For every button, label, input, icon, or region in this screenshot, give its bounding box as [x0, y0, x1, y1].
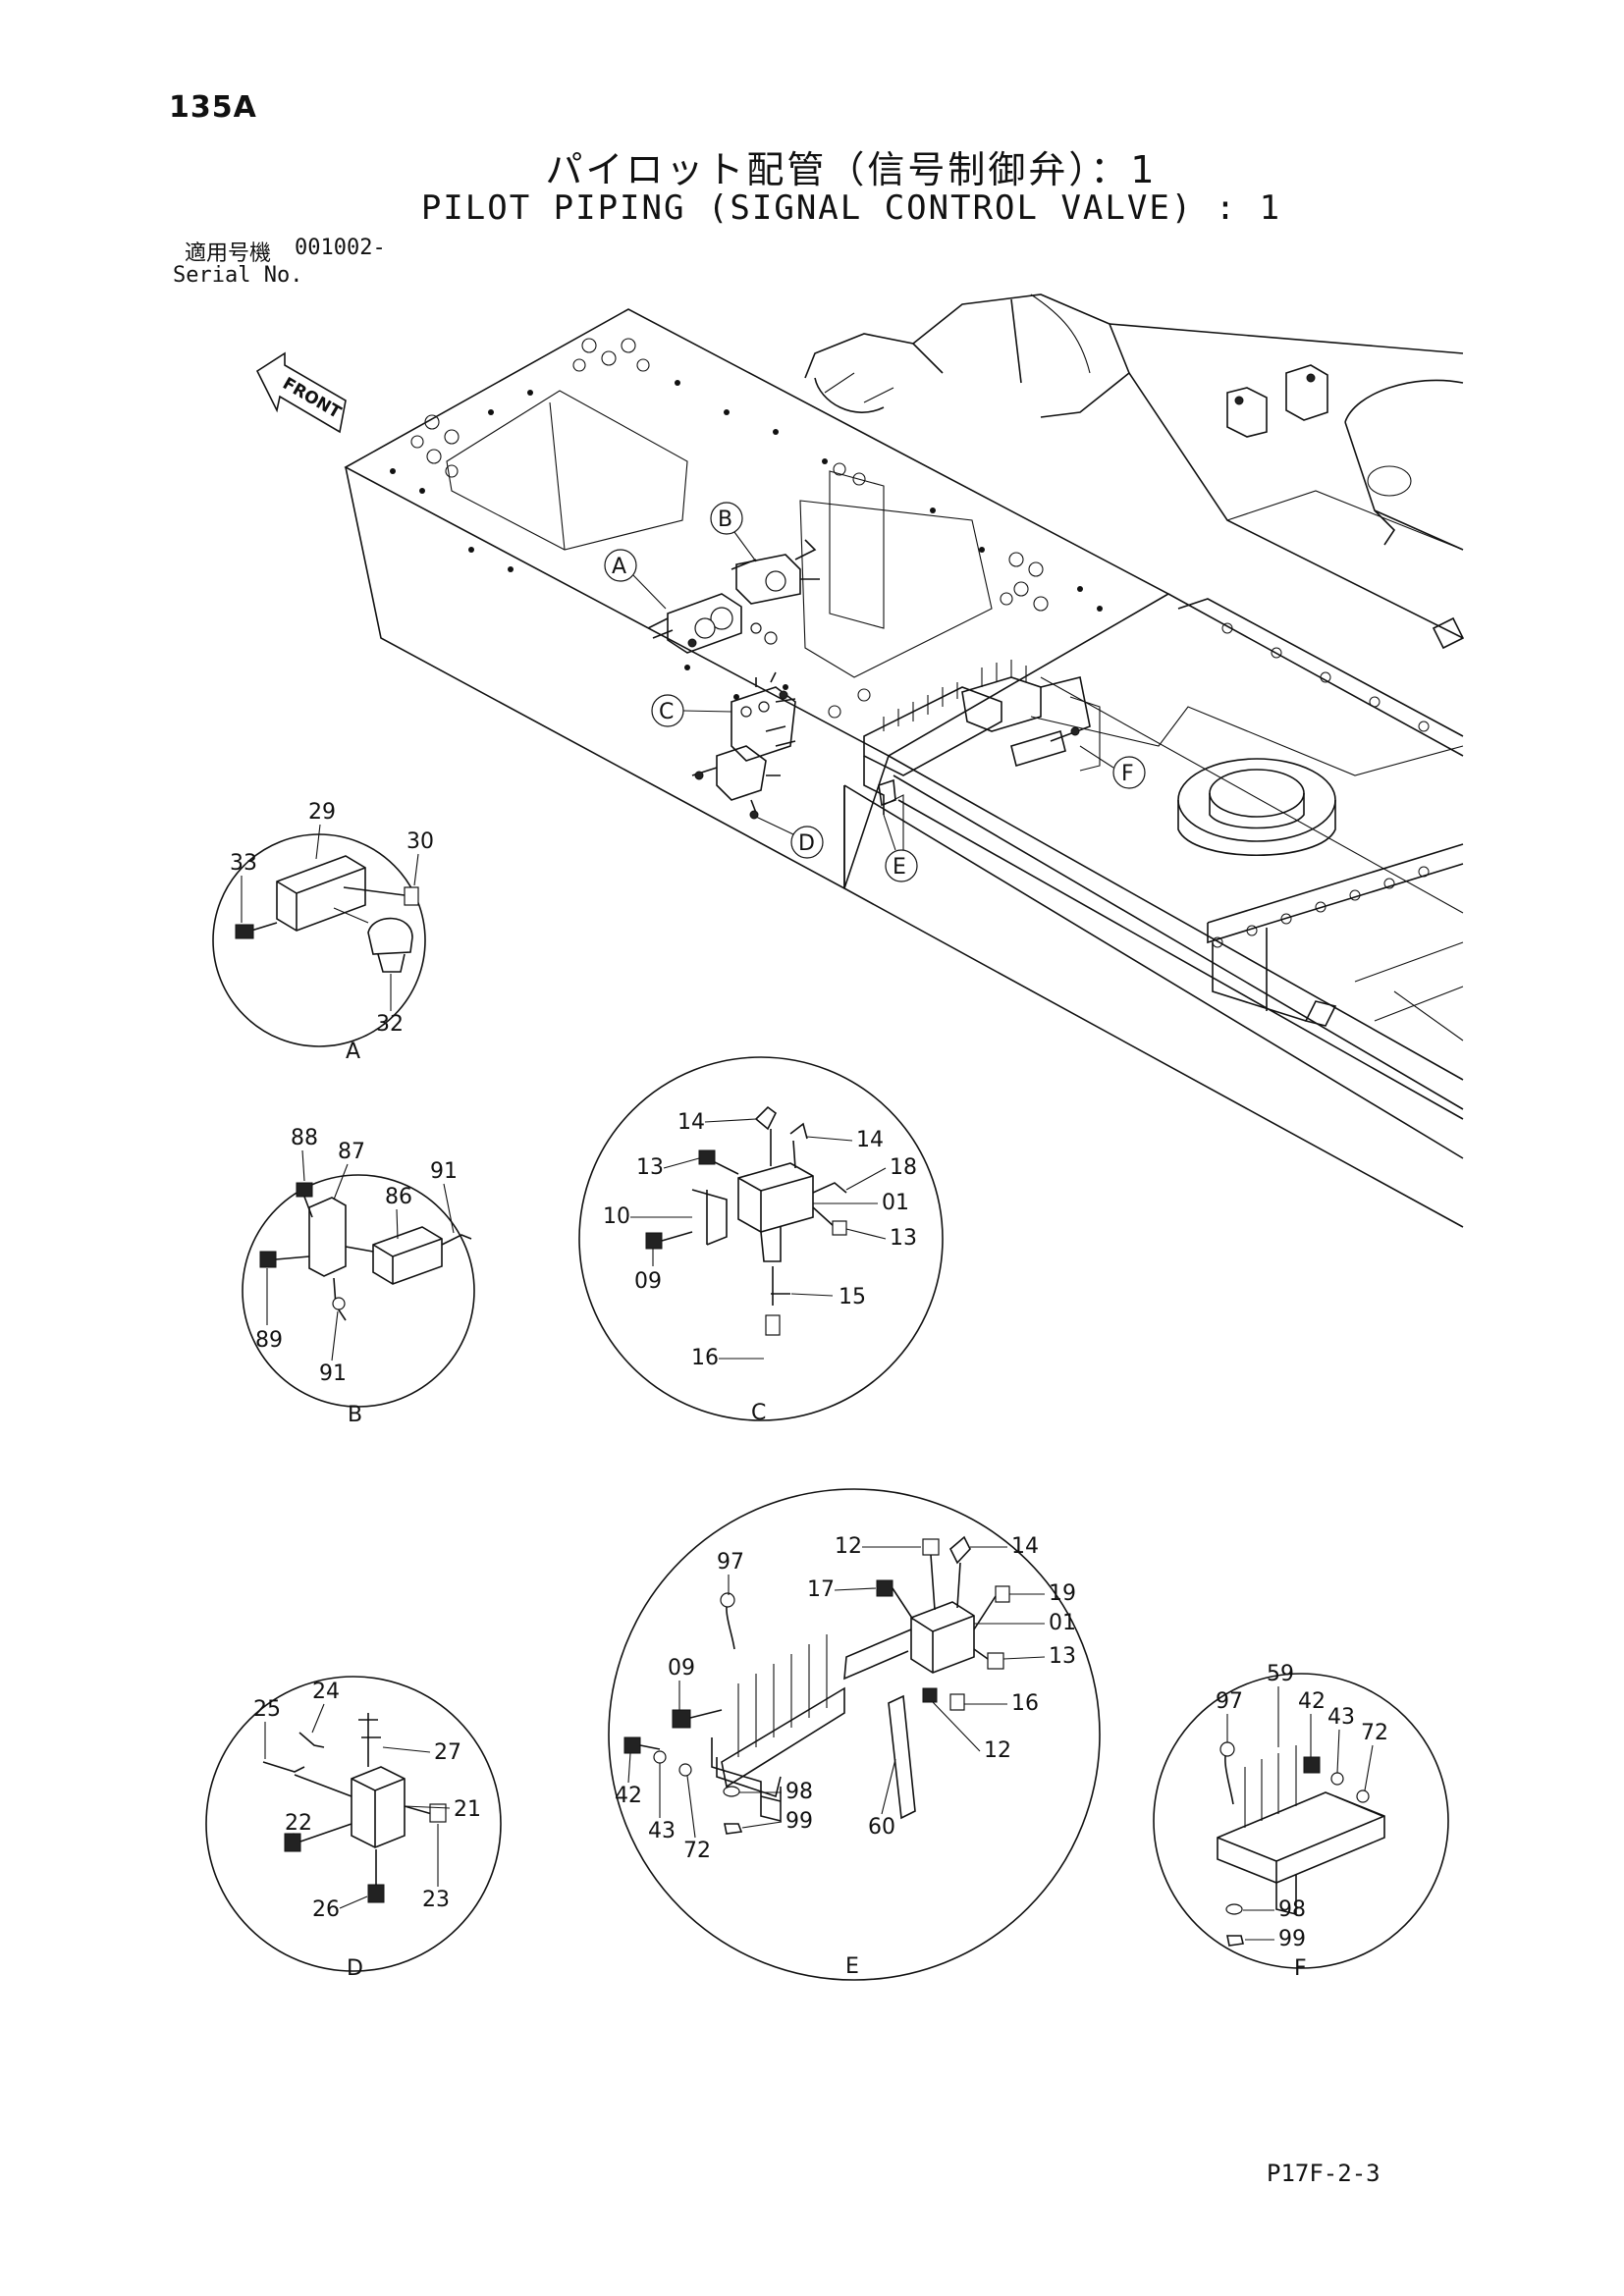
detail-b-part-86: 86	[385, 1185, 412, 1209]
detail-b: 88 87 86 91 89 91 B	[242, 1126, 475, 1427]
detail-a: 29 30 33 32 A	[212, 800, 434, 1064]
callout-e-label: E	[893, 855, 906, 880]
page-title-japanese: パイロット配管（信号制御弁）：1	[545, 148, 1158, 191]
valve-assembly-c	[731, 671, 796, 762]
detail-e-part-72: 72	[683, 1839, 711, 1863]
valve-assembly-b	[731, 539, 820, 605]
detail-e-label: E	[845, 1954, 859, 1979]
detail-e-part-13: 13	[1049, 1644, 1076, 1669]
detail-d-label: D	[347, 1956, 363, 1981]
valve-assembly-a	[647, 593, 778, 654]
detail-e-part-14: 14	[1011, 1534, 1039, 1559]
detail-e-part-60: 60	[868, 1815, 895, 1840]
detail-e-part-42: 42	[615, 1784, 642, 1808]
detail-e-part-16: 16	[1011, 1691, 1039, 1716]
detail-e-part-01: 01	[1049, 1611, 1076, 1635]
detail-f-part-42: 42	[1298, 1689, 1326, 1714]
detail-e-part-99: 99	[785, 1809, 813, 1834]
detail-e-part-19: 19	[1049, 1581, 1076, 1606]
detail-d-part-22: 22	[285, 1811, 312, 1836]
serial-number-value: 001002-	[295, 236, 386, 260]
serial-label-japanese: 適用号機	[185, 241, 272, 266]
detail-d-part-21: 21	[454, 1797, 481, 1822]
front-arrow-icon: FRONT	[255, 351, 347, 434]
page-title-english: PILOT PIPING (SIGNAL CONTROL VALVE) : 1	[420, 188, 1282, 228]
detail-a-part-29: 29	[308, 800, 336, 825]
detail-a-label: A	[346, 1040, 360, 1064]
detail-b-label: B	[348, 1403, 362, 1427]
detail-f-part-59: 59	[1267, 1662, 1294, 1686]
detail-c-label: C	[751, 1401, 766, 1425]
callout-f-label: F	[1121, 762, 1134, 786]
detail-b-part-89: 89	[255, 1328, 283, 1353]
detail-c-part-01: 01	[882, 1191, 909, 1215]
detail-c: 14 14 13 18 01 10 13 09 15 16 C	[578, 1056, 944, 1425]
detail-b-part-87: 87	[338, 1140, 365, 1164]
detail-c-part-14-right: 14	[856, 1128, 884, 1152]
detail-e-part-12-lower: 12	[984, 1738, 1011, 1763]
detail-e-part-97: 97	[717, 1550, 744, 1575]
detail-c-part-10: 10	[603, 1204, 630, 1229]
detail-e-part-17: 17	[807, 1577, 835, 1602]
valve-assembly-d	[691, 745, 781, 820]
detail-e-part-43: 43	[648, 1819, 676, 1843]
detail-e-part-09: 09	[668, 1656, 695, 1681]
detail-f: 97 59 42 43 72 98 99 F	[1153, 1662, 1449, 1981]
callout-c: C	[651, 694, 732, 727]
callout-b-label: B	[718, 507, 732, 532]
detail-c-part-13-upper: 13	[636, 1155, 664, 1180]
detail-f-part-98: 98	[1278, 1897, 1306, 1922]
detail-b-part-88: 88	[291, 1126, 318, 1150]
page-reference: P17F-2-3	[1267, 2160, 1380, 2187]
detail-f-part-43: 43	[1327, 1705, 1355, 1730]
detail-d-part-24: 24	[312, 1680, 340, 1704]
detail-e-part-98: 98	[785, 1780, 813, 1804]
serial-label-english: Serial No.	[173, 263, 303, 288]
callout-f: F	[1079, 745, 1146, 789]
page-number: 135A	[169, 90, 257, 125]
valve-assembly-e	[863, 682, 1002, 815]
detail-e-part-12-upper: 12	[835, 1534, 862, 1559]
detail-c-part-18: 18	[890, 1155, 917, 1180]
detail-d-part-25: 25	[253, 1697, 281, 1722]
callout-a: A	[604, 549, 667, 610]
detail-d: 25 24 27 21 22 23 26 D	[205, 1676, 502, 1981]
callout-d-label: D	[798, 831, 815, 856]
detail-f-part-72: 72	[1361, 1721, 1388, 1745]
detail-c-part-13-lower: 13	[890, 1226, 917, 1251]
callout-c-label: C	[659, 700, 674, 724]
detail-a-part-32: 32	[376, 1012, 404, 1037]
callout-b: B	[710, 502, 757, 562]
callout-a-label: A	[612, 555, 626, 579]
detail-c-part-15: 15	[839, 1285, 866, 1309]
valve-assembly-f	[961, 660, 1101, 772]
detail-f-label: F	[1294, 1956, 1307, 1981]
detail-d-part-23: 23	[422, 1888, 450, 1912]
detail-b-part-91-upper: 91	[430, 1159, 458, 1184]
detail-a-part-33: 33	[230, 851, 257, 876]
detail-e: 97 12 14 17 19 01 09 13 16 42 43 72 12 9…	[608, 1488, 1101, 1981]
detail-d-part-26: 26	[312, 1897, 340, 1922]
detail-c-part-14-left: 14	[677, 1110, 705, 1135]
detail-c-part-16: 16	[691, 1346, 719, 1370]
callout-e: E	[883, 814, 918, 882]
detail-c-part-09: 09	[634, 1269, 662, 1294]
detail-d-part-27: 27	[434, 1740, 461, 1765]
detail-f-part-99: 99	[1278, 1927, 1306, 1951]
detail-f-part-97: 97	[1216, 1689, 1243, 1714]
detail-b-part-91-lower: 91	[319, 1362, 347, 1386]
detail-a-part-30: 30	[406, 829, 434, 854]
callout-d: D	[755, 816, 824, 859]
